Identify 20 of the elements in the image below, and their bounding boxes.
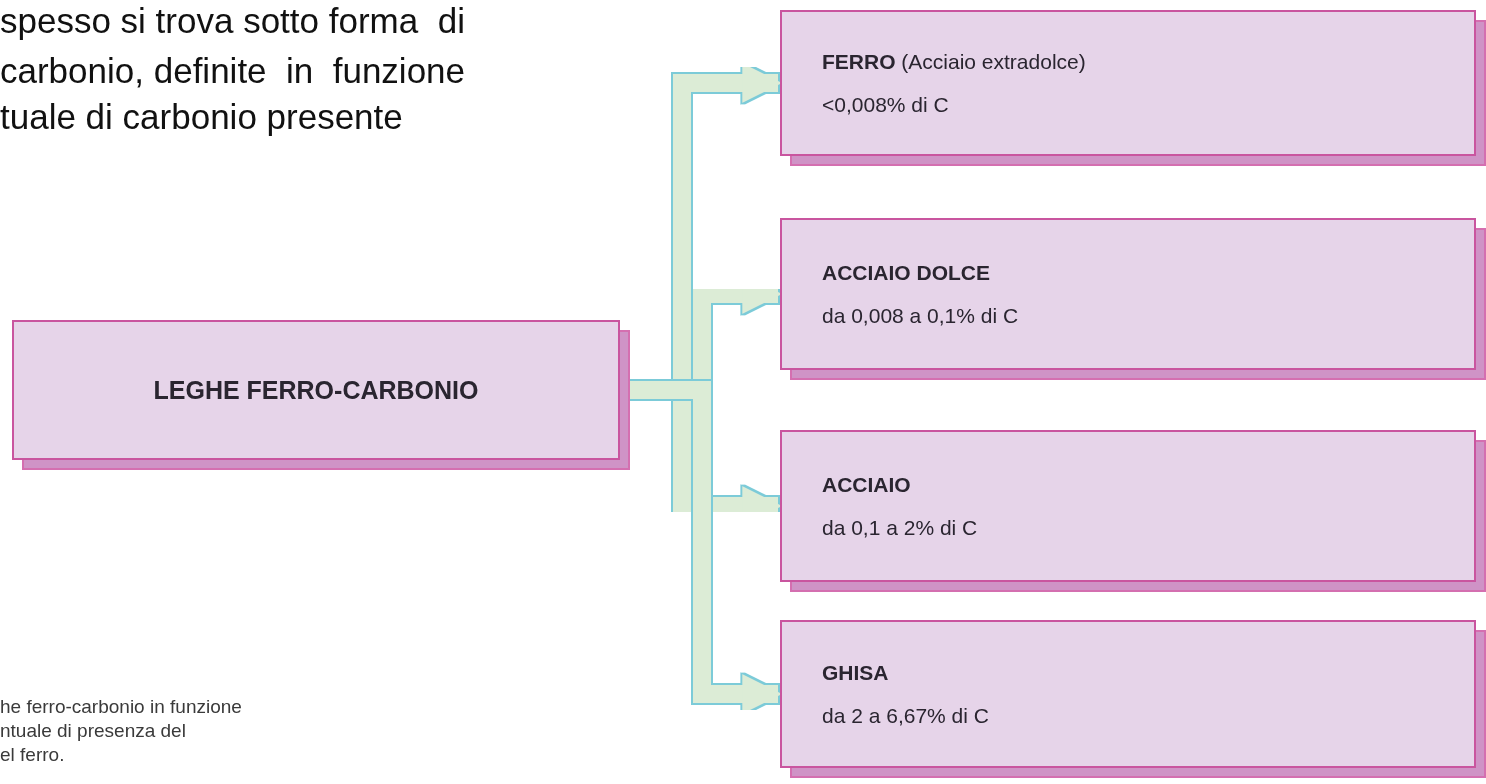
box-detail: da 0,1 a 2% di C bbox=[822, 515, 978, 541]
paragraph-line: spesso si trova sotto forma di bbox=[0, 2, 465, 41]
box-heading: ACCIAIO DOLCE bbox=[822, 259, 990, 285]
box-heading: FERRO (Acciaio extradolce) bbox=[822, 48, 1086, 74]
main-box bbox=[12, 320, 620, 460]
category-box bbox=[780, 620, 1476, 768]
box-title: LEGHE FERRO-CARBONIO bbox=[153, 375, 479, 405]
box-heading: GHISA bbox=[822, 659, 889, 685]
category-box bbox=[780, 10, 1476, 156]
box-detail: <0,008% di C bbox=[822, 92, 949, 118]
paragraph-line: tuale di carbonio presente bbox=[0, 98, 403, 137]
category-box bbox=[780, 218, 1476, 370]
category-box bbox=[780, 430, 1476, 582]
caption-line: he ferro-carbonio in funzione bbox=[0, 697, 242, 718]
paragraph-line: carbonio, definite in funzione bbox=[0, 52, 466, 91]
box-heading: ACCIAIO bbox=[822, 471, 911, 497]
box-detail: da 2 a 6,67% di C bbox=[822, 703, 989, 729]
box-detail: da 0,008 a 0,1% di C bbox=[822, 303, 1019, 329]
caption-line: ntuale di presenza del bbox=[0, 721, 186, 742]
caption-line: el ferro. bbox=[0, 745, 65, 766]
